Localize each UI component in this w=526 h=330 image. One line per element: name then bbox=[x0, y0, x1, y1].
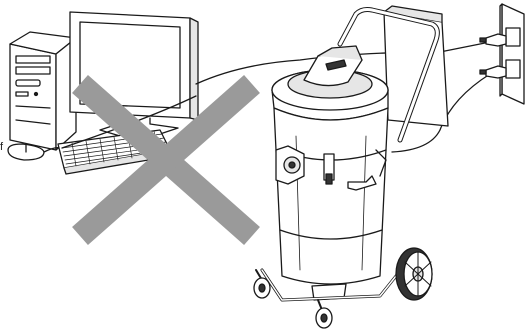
wall-outlet bbox=[480, 4, 524, 104]
computer-tower bbox=[10, 32, 76, 150]
desktop-computer bbox=[10, 12, 198, 150]
vacuum-cleaner bbox=[254, 6, 448, 328]
rear-wheel bbox=[396, 248, 432, 300]
